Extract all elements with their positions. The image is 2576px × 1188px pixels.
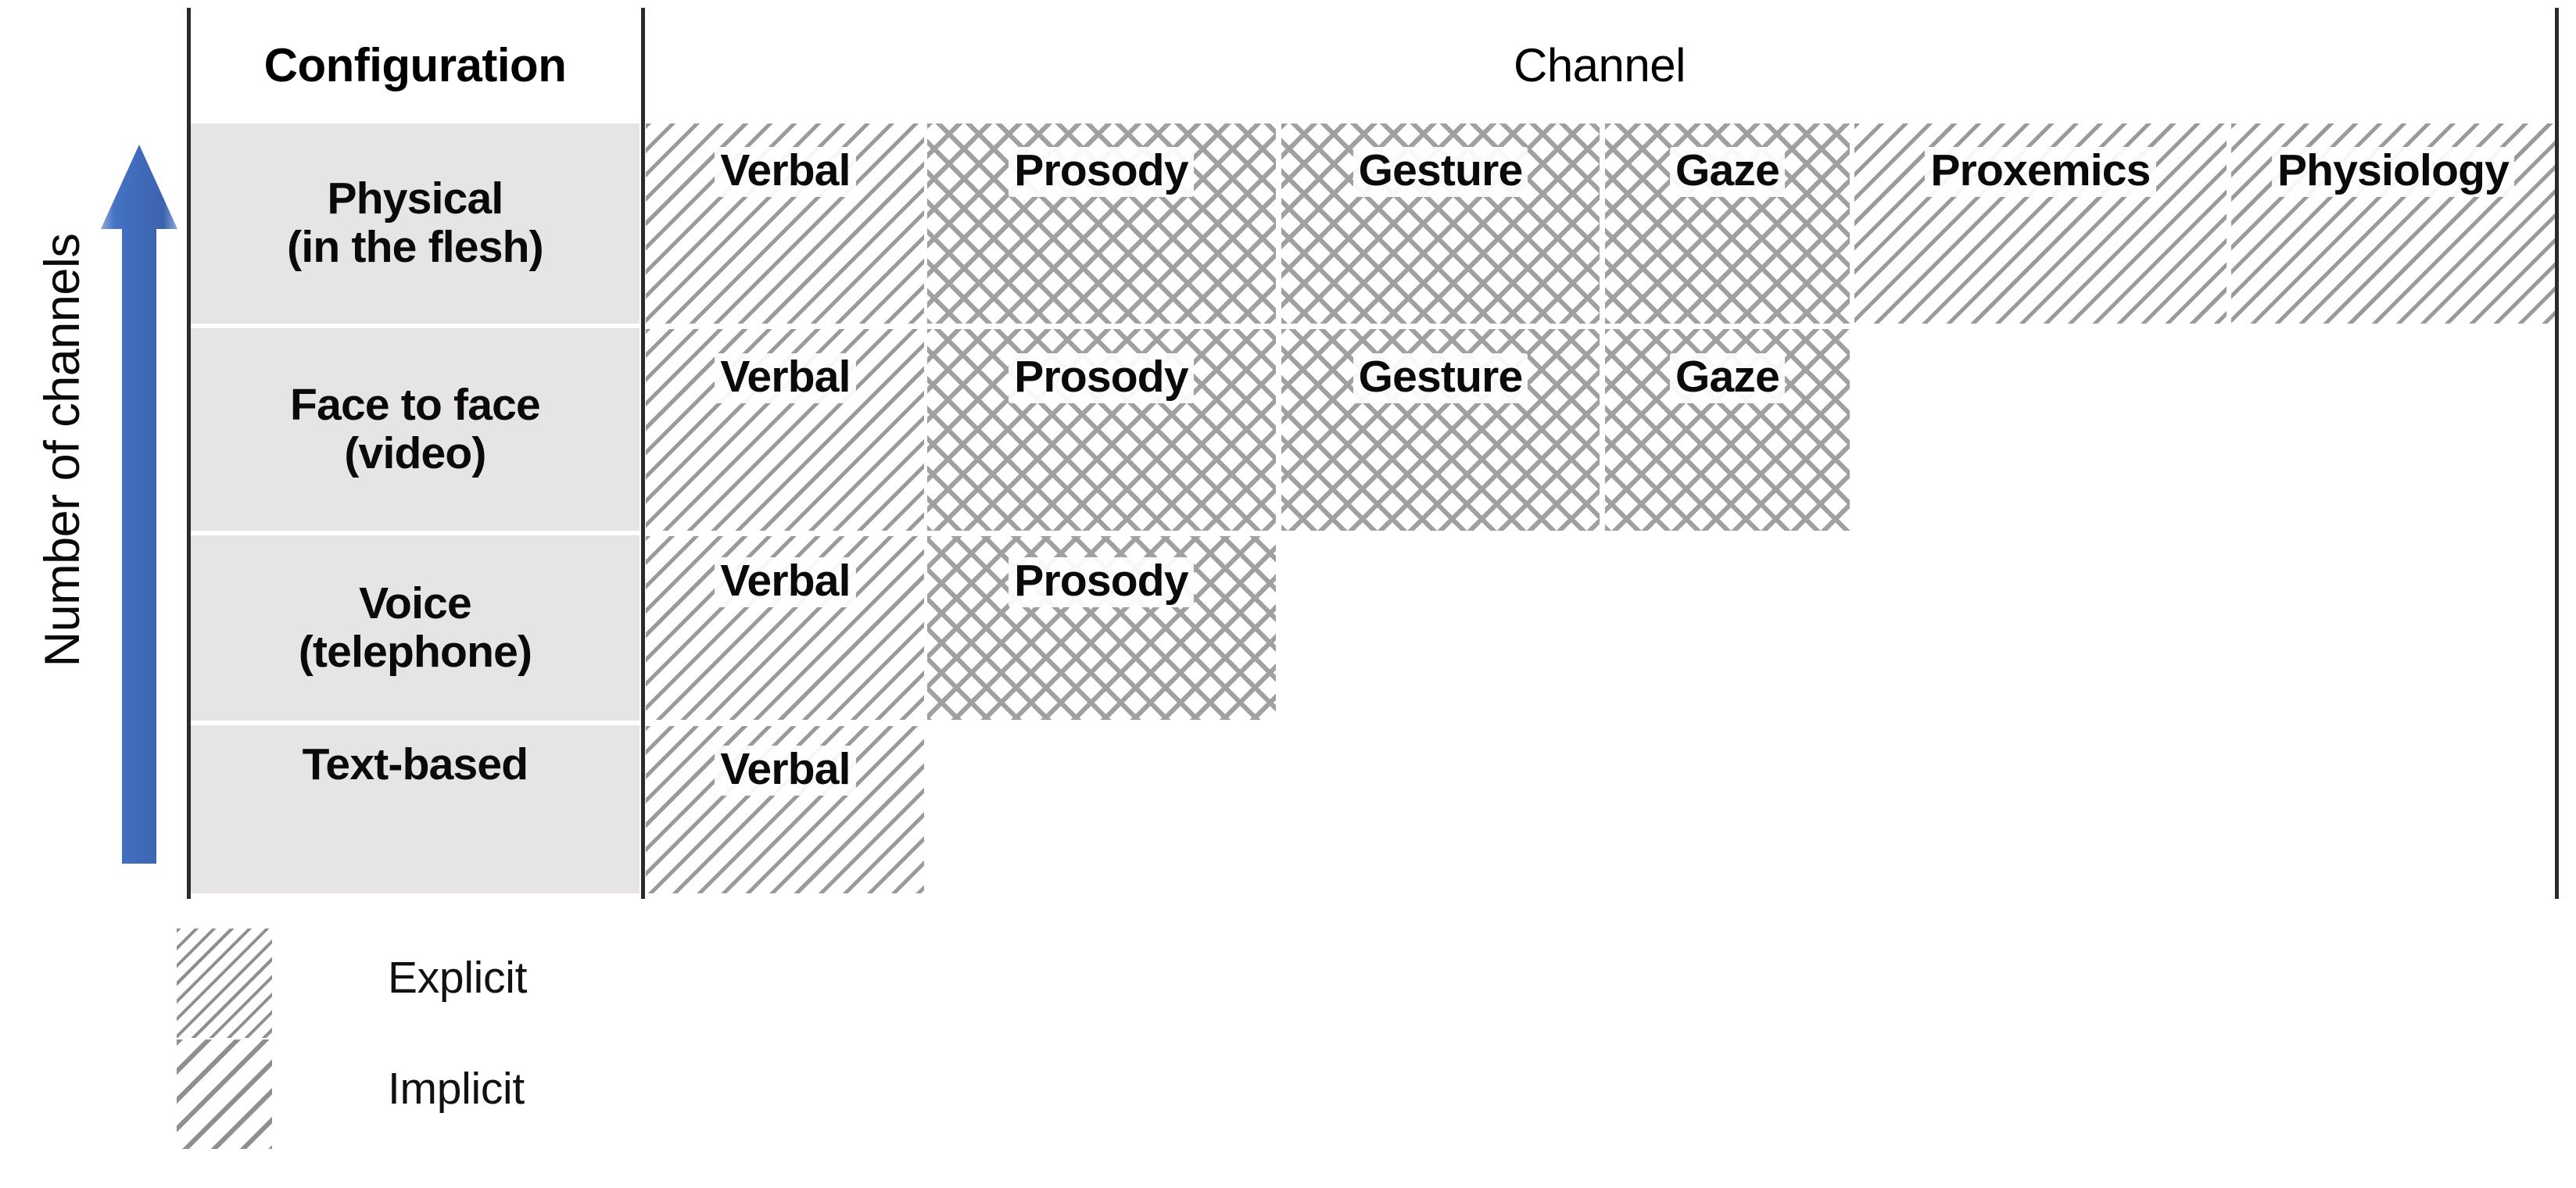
config-row-voice-line1: Voice (359, 578, 472, 628)
legend-label-explicit: Explicit (388, 953, 528, 1003)
cell-separator (2227, 123, 2230, 324)
config-row-physical: Physical (in the flesh) (191, 123, 640, 324)
legend: Explicit Implicit (177, 929, 880, 1163)
cell-text-based-verbal: Verbal (646, 725, 925, 893)
cell-physical-proxemics-label: Proxemics (1925, 147, 2156, 197)
row-separator (646, 531, 2555, 536)
config-row-face-to-face-line1: Face to face (290, 379, 541, 430)
cell-physical-physiology: Physiology (2231, 123, 2555, 324)
table-left-border (187, 8, 191, 899)
header-channel: Channel (1513, 38, 1686, 91)
legend-item-implicit: Implicit (177, 1040, 880, 1149)
cell-physical-gaze: Gaze (1605, 123, 1850, 324)
row-separator (646, 720, 2555, 726)
legend-label-implicit: Implicit (388, 1064, 525, 1114)
channel-grid: Verbal Prosody Gesture Gaze Proxemics Ph… (646, 123, 2555, 893)
cell-physical-verbal-label: Verbal (715, 147, 856, 197)
cell-physical-proxemics: Proxemics (1854, 123, 2227, 324)
config-row-voice: Voice (telephone) (191, 535, 640, 721)
cell-physical-physiology-label: Physiology (2271, 147, 2515, 197)
header-configuration: Configuration (263, 38, 567, 91)
cell-separator (1276, 123, 1280, 721)
configuration-column: Physical (in the flesh) Face to face (vi… (191, 123, 640, 893)
cell-physical-gesture: Gesture (1281, 123, 1600, 324)
cell-physical-gesture-label: Gesture (1352, 147, 1528, 197)
cell-face-to-face-gaze-label: Gaze (1669, 353, 1786, 403)
cell-physical-verbal: Verbal (646, 123, 925, 324)
config-row-text-based-line1: Text-based (302, 739, 529, 789)
table-right-border (2555, 8, 2559, 899)
cell-voice-prosody: Prosody (926, 535, 1276, 721)
legend-swatch-implicit-icon (177, 1040, 272, 1149)
cell-face-to-face-gesture: Gesture (1281, 328, 1600, 531)
cell-face-to-face-prosody-label: Prosody (1009, 353, 1194, 403)
cell-physical-prosody-label: Prosody (1009, 147, 1194, 197)
cell-voice-prosody-label: Prosody (1009, 557, 1194, 607)
config-row-face-to-face-line2: (video) (344, 428, 486, 478)
cell-face-to-face-verbal: Verbal (646, 328, 925, 531)
config-row-voice-line2: (telephone) (298, 626, 532, 677)
cell-physical-gaze-label: Gaze (1669, 147, 1786, 197)
config-row-text-based: Text-based (191, 725, 640, 893)
cell-face-to-face-gesture-label: Gesture (1352, 353, 1528, 403)
cell-separator (924, 123, 927, 893)
cell-text-based-verbal-label: Verbal (715, 746, 856, 796)
cell-face-to-face-gaze: Gaze (1605, 328, 1850, 531)
cell-voice-verbal-label: Verbal (715, 557, 856, 607)
cell-physical-prosody: Prosody (926, 123, 1276, 324)
cell-face-to-face-prosody: Prosody (926, 328, 1276, 531)
number-of-channels-axis: Number of channels (0, 0, 188, 938)
row-separator (646, 324, 2555, 329)
cell-voice-verbal: Verbal (646, 535, 925, 721)
table-mid-border (641, 8, 645, 899)
up-arrow-icon (101, 145, 177, 864)
config-row-face-to-face: Face to face (video) (191, 328, 640, 531)
config-row-physical-line1: Physical (327, 174, 504, 224)
cell-face-to-face-verbal-label: Verbal (715, 353, 856, 403)
legend-swatch-explicit-icon (177, 929, 272, 1038)
config-row-physical-line2: (in the flesh) (287, 222, 543, 272)
legend-item-explicit: Explicit (177, 929, 880, 1038)
